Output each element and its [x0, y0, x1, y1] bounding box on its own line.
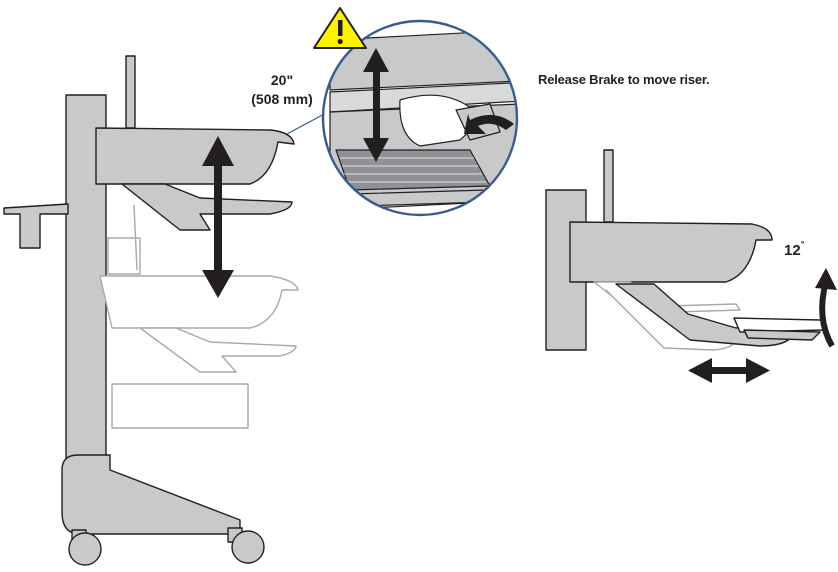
tilt-angle-label: 12°	[784, 239, 805, 259]
callout-leader	[286, 111, 329, 135]
brake-instruction: Release Brake to move riser.	[538, 72, 710, 87]
brake-callout	[321, 19, 519, 217]
caster-wheel-rear	[68, 532, 102, 566]
worksurface-upper	[95, 127, 295, 185]
tilt-angle-value: 12	[784, 242, 801, 259]
double-arrow-vertical-icon	[363, 48, 389, 162]
detail-pole	[603, 149, 614, 223]
detail-worksurface	[569, 221, 773, 283]
monitor-pole	[125, 55, 136, 129]
height-range-inches: 20"	[270, 72, 294, 88]
tray-tilt-detail	[545, 149, 827, 351]
caster-wheel-front	[231, 530, 265, 564]
double-arrow-vertical-icon	[202, 136, 234, 298]
worksurface-lower-ghost	[99, 204, 299, 429]
double-arrow-horizontal-icon	[688, 358, 770, 383]
height-range-mm: (508 mm)	[251, 91, 313, 107]
keyboard-bracket-upper	[121, 183, 293, 231]
keyboard	[335, 149, 491, 191]
tilt-angle-unit: °	[800, 239, 805, 249]
side-handle	[3, 203, 69, 249]
cart-base	[61, 454, 241, 535]
medical-cart	[3, 55, 299, 566]
warning-triangle-icon	[313, 7, 367, 49]
curved-arrow-icon	[464, 114, 514, 134]
curved-arrow-icon	[815, 268, 837, 348]
